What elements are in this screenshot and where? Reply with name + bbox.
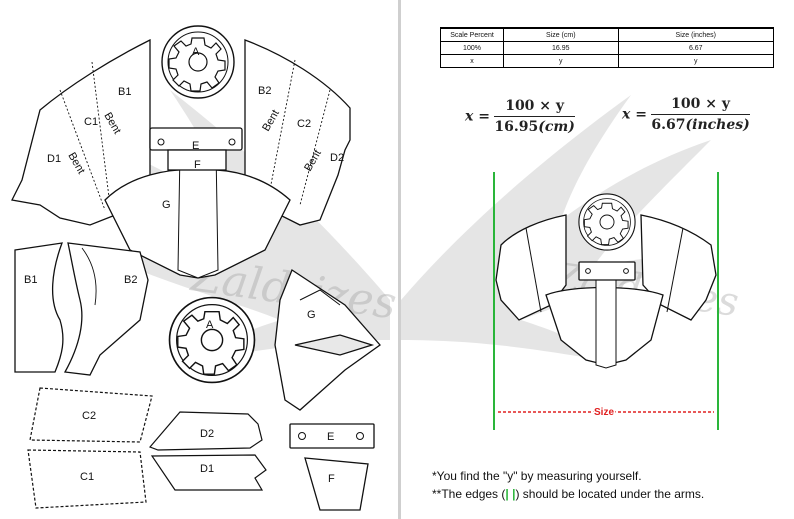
note-measure: *You find the "y" by measuring yourself. — [432, 469, 642, 483]
formula-numerator: 100 × y — [494, 98, 575, 117]
formula-fraction: 100 × y 16.95(cm) — [494, 98, 575, 135]
rivet-icon — [356, 432, 364, 440]
label-c1-top: C1 — [84, 116, 98, 128]
denominator-unit: (inches) — [685, 117, 750, 133]
label-f: F — [328, 473, 335, 485]
label-e: E — [327, 431, 334, 443]
rivet-icon — [228, 138, 236, 146]
piece-g — [274, 269, 381, 411]
formula-inches: x = 100 × y 6.67(inches) — [622, 96, 750, 133]
label-e-top: E — [192, 140, 199, 152]
label-g-top: G — [162, 199, 171, 211]
table-row: x y y — [440, 54, 775, 68]
label-a-top: A — [192, 46, 200, 58]
page-divider — [398, 0, 401, 519]
formula-cm: x = 100 × y 16.95(cm) — [465, 98, 575, 135]
table-cell: y — [617, 54, 775, 68]
scale-table: Scale Percent Size (cm) Size (inches) 10… — [440, 27, 775, 68]
label-f-top: F — [194, 159, 201, 171]
label-c2-top: C2 — [297, 118, 311, 130]
formula-numerator: 100 × y — [651, 96, 750, 115]
label-b1-top: B1 — [118, 86, 131, 98]
table-cell: y — [503, 54, 619, 68]
table-cell: x — [440, 54, 504, 68]
rivet-icon — [585, 268, 591, 274]
label-d1: D1 — [200, 463, 214, 475]
piece-b2 — [63, 242, 149, 376]
label-b2-top: B2 — [258, 85, 271, 97]
gear-emblem-middle — [168, 296, 256, 384]
sizing-page: Zaldrizes Size Scale Percent Size (cm) S… — [401, 0, 794, 519]
label-d1-top: D1 — [47, 153, 61, 165]
table-header-row: Scale Percent Size (cm) Size (inches) — [440, 27, 775, 42]
piece-c2 — [29, 387, 153, 443]
label-b1: B1 — [24, 274, 37, 286]
formula-lhs: x = — [622, 106, 647, 123]
label-d2: D2 — [200, 428, 214, 440]
denominator-value: 6.67 — [651, 117, 686, 133]
piece-f — [304, 457, 369, 511]
rivet-icon — [623, 268, 629, 274]
piece-b1 — [14, 242, 64, 373]
formula-lhs: x = — [465, 108, 490, 125]
piece-c1 — [27, 449, 147, 509]
piece-d2 — [148, 411, 263, 451]
table-cell: 100% — [440, 41, 504, 55]
piece-e — [289, 423, 375, 449]
note-edges-suffix: ) should be located under the arms. — [515, 487, 705, 501]
pattern-pieces-page: Zaldrizes A B1 B2 C1 C2 D1 D2 E F G Bent… — [11, 25, 398, 511]
table-cell: 6.67 — [617, 41, 775, 55]
table-header: Scale Percent — [440, 27, 504, 42]
denominator-value: 16.95 — [494, 119, 539, 135]
rivet-icon — [298, 432, 306, 440]
label-g: G — [307, 309, 316, 321]
label-c1: C1 — [80, 471, 94, 483]
table-header: Size (cm) — [503, 27, 619, 42]
table-cell: 16.95 — [503, 41, 619, 55]
assembled-piece — [495, 214, 717, 369]
pattern-pieces-drawing: Zaldrizes A B1 B2 C1 C2 D1 D2 E F G Bent… — [11, 25, 398, 511]
label-b2: B2 — [124, 274, 137, 286]
denominator-unit: (cm) — [538, 119, 575, 135]
edge-marks: | | — [505, 487, 516, 501]
gear-emblem-top — [161, 25, 235, 99]
formula-denominator: 16.95(cm) — [494, 117, 574, 135]
size-label: Size — [594, 407, 614, 418]
table-header: Size (inches) — [617, 27, 775, 42]
top-assembly — [11, 38, 351, 279]
formula-fraction: 100 × y 6.67(inches) — [651, 96, 750, 133]
label-c2: C2 — [82, 410, 96, 422]
label-d2-top: D2 — [330, 152, 344, 164]
formula-denominator: 6.67(inches) — [651, 115, 749, 133]
label-a: A — [206, 319, 214, 331]
gear-emblem-assembled — [578, 193, 636, 251]
table-row: 100% 16.95 6.67 — [440, 41, 775, 55]
note-edges-prefix: **The edges ( — [432, 487, 506, 501]
note-edges: **The edges (| |) should be located unde… — [432, 487, 704, 501]
piece-d1 — [150, 454, 267, 491]
sizing-drawing: Zaldrizes Size — [401, 95, 741, 430]
rivet-icon — [157, 138, 165, 146]
